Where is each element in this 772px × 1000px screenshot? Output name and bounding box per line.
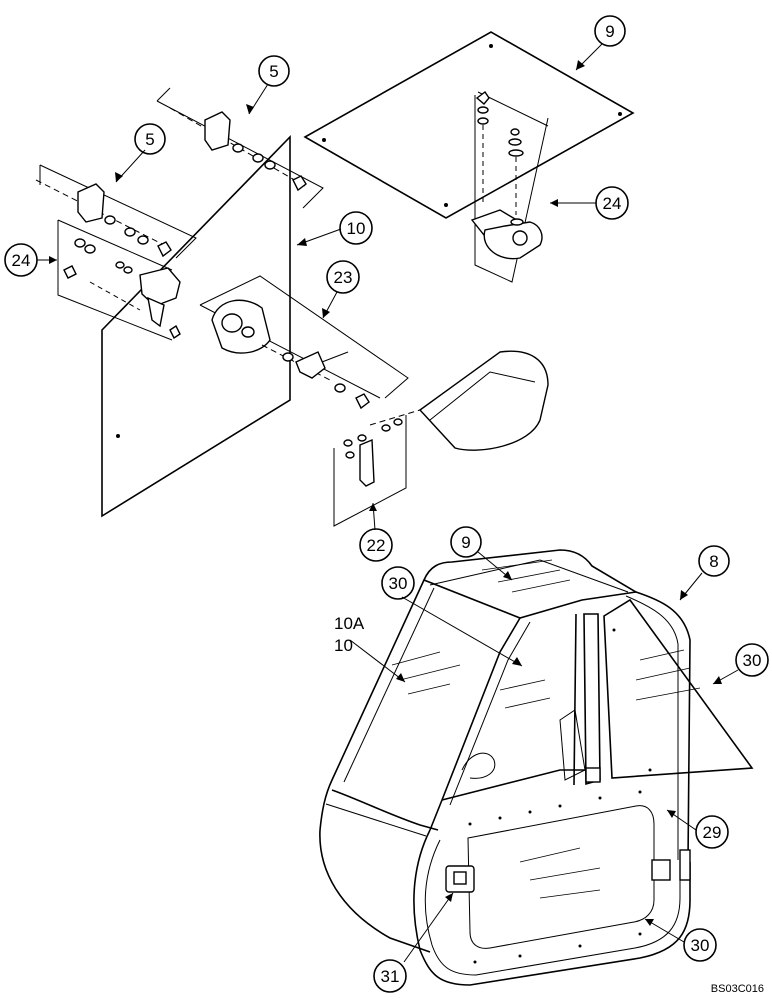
front-wiper-motor-group: [57, 219, 181, 341]
callout-5-upper: 5: [258, 55, 290, 87]
callout-8: 8: [698, 545, 730, 577]
reference-code: BS03C016: [711, 983, 764, 995]
callout-30-bottom: 30: [683, 928, 717, 962]
callout-24-left: 24: [4, 243, 38, 277]
callout-29-text: 29: [703, 823, 722, 842]
clamp-bracket-group: [333, 415, 407, 527]
callout-23-text: 23: [334, 268, 353, 287]
bracket-group-lower: [35, 164, 197, 259]
label-10a: 10A: [334, 614, 365, 633]
callout-10-panel-text: 10: [347, 219, 366, 238]
callout-31: 31: [373, 959, 407, 993]
callout-9-roof: 9: [594, 15, 626, 47]
callout-30-top: 30: [381, 566, 415, 600]
callout-23: 23: [326, 260, 360, 294]
callout-30-bottom-text: 30: [691, 936, 710, 955]
callout-30-right-text: 30: [743, 651, 762, 670]
side-mirror: [369, 350, 549, 451]
bracket-group-upper: [156, 87, 324, 209]
callout-29: 29: [695, 815, 729, 849]
mirror-mount-group: [199, 275, 409, 410]
roof-panel: [303, 31, 635, 219]
leader-lines: [37, 43, 739, 963]
callout-5-lower: 5: [134, 123, 166, 155]
cab-assembly: [319, 549, 754, 986]
callout-24-left-text: 24: [12, 251, 31, 270]
callout-9-cab-text: 9: [461, 533, 470, 552]
callout-30-top-text: 30: [389, 574, 408, 593]
callout-5-lower-text: 5: [145, 130, 154, 149]
front-window-panel: [101, 135, 291, 518]
callout-22-text: 22: [367, 536, 386, 555]
callout-8-text: 8: [709, 552, 718, 571]
callout-5-upper-text: 5: [269, 62, 278, 81]
label-10: 10: [334, 636, 353, 655]
callout-22: 22: [359, 528, 393, 562]
callout-9-roof-text: 9: [605, 22, 614, 41]
callout-24-right-text: 24: [603, 194, 622, 213]
callout-31-text: 31: [381, 967, 400, 986]
callout-24-right: 24: [595, 186, 629, 220]
callout-9-cab: 9: [450, 526, 482, 558]
callout-10-panel: 10: [339, 211, 373, 245]
callout-30-right: 30: [735, 643, 769, 677]
roof-wiper-assembly: [470, 90, 549, 283]
